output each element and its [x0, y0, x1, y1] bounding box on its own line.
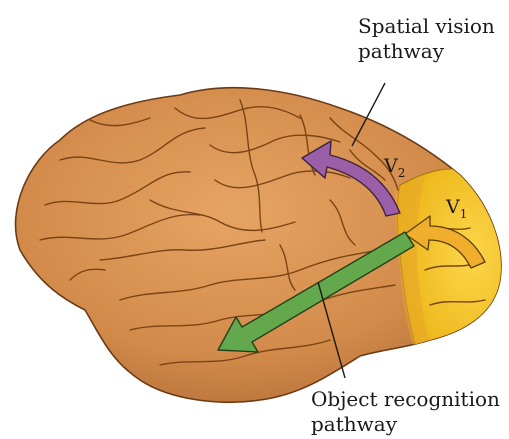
spatial-pathway-label-line2: pathway [358, 39, 445, 63]
object-pathway-label-line1: Object recognition [311, 387, 500, 411]
spatial-pathway-label-line1: Spatial vision [358, 14, 495, 38]
object-pathway-label-line2: pathway [311, 412, 398, 436]
